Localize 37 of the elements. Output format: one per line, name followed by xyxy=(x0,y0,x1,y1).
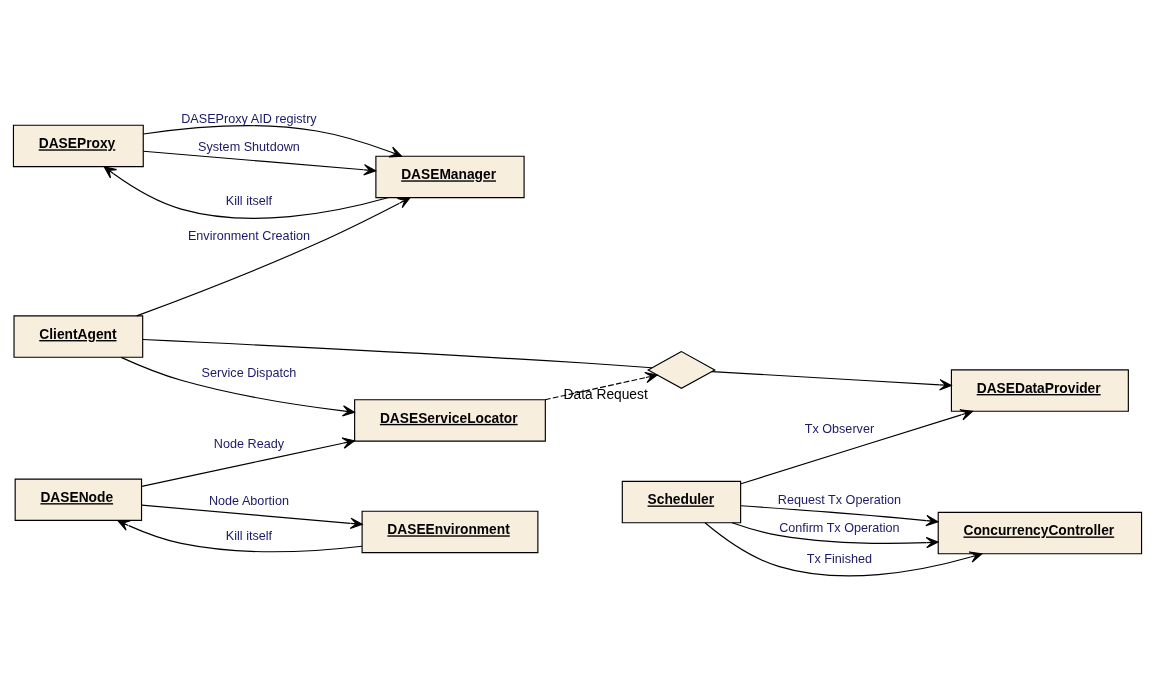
connector xyxy=(142,338,653,368)
arrow xyxy=(711,370,952,391)
arrow xyxy=(120,356,355,417)
node-box: DASEServiceLocator xyxy=(354,398,546,442)
node-box: DASEProxy xyxy=(12,124,144,167)
edge-label: Request Tx Operation xyxy=(777,492,902,507)
edge-label: Service Dispatch xyxy=(201,365,297,380)
edge-label: Node Ready xyxy=(213,436,285,451)
node-box: DASEManager xyxy=(375,155,525,198)
arrow xyxy=(704,521,983,576)
edge-label: Confirm Tx Operation xyxy=(779,520,900,535)
arrow xyxy=(142,124,403,157)
arrow xyxy=(544,371,658,400)
arrow xyxy=(141,437,355,487)
edge-label: Environment Creation xyxy=(187,228,310,243)
arrow xyxy=(740,504,939,526)
arrow xyxy=(141,504,363,529)
edge-label: Kill itself xyxy=(225,528,273,543)
arrow xyxy=(136,196,411,316)
arrow xyxy=(740,408,973,484)
node-box: DASEDataProvider xyxy=(950,368,1129,412)
edge-label: DASEProxy AID registry xyxy=(181,111,317,126)
edge-label: Tx Finished xyxy=(806,551,873,566)
node-box: Scheduler xyxy=(621,480,742,523)
node-box: ClientAgent xyxy=(13,314,144,358)
edge-label: Kill itself xyxy=(225,193,273,208)
node-box: ConcurrencyController xyxy=(937,511,1143,554)
arrow xyxy=(731,521,939,548)
arrow xyxy=(103,165,389,219)
node-box: DASENode xyxy=(14,478,143,521)
edge-label: Node Abortion xyxy=(208,493,289,508)
edge-label: Tx Observer xyxy=(804,421,875,436)
node-box: DASEEnvironment xyxy=(361,510,539,553)
node-label: Data Request xyxy=(563,386,648,402)
arrow xyxy=(142,150,377,176)
edge-label: System Shutdown xyxy=(198,139,300,154)
arrow xyxy=(117,519,363,552)
